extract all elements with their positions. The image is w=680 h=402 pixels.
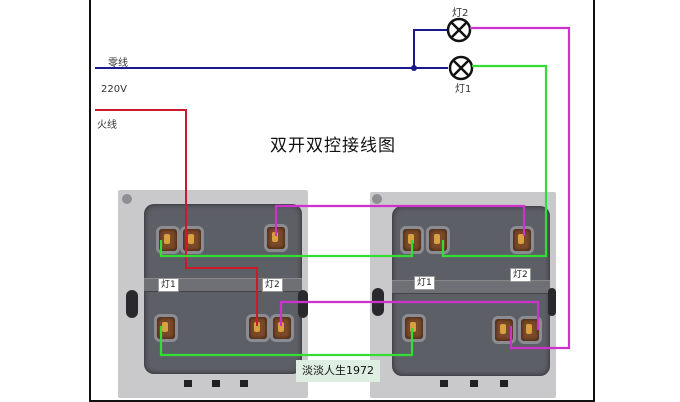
terminal-r-top bbox=[510, 226, 534, 254]
lamp2-icon bbox=[446, 17, 472, 43]
terminal-r-bottom bbox=[402, 314, 426, 342]
lamp1-icon bbox=[448, 55, 474, 81]
junction-dot bbox=[411, 65, 417, 71]
switch-tag-lamp2: 灯2 bbox=[262, 278, 283, 292]
switch-tag-lamp1: 灯1 bbox=[158, 278, 179, 292]
watermark: 淡淡人生1972 bbox=[296, 360, 380, 382]
lamp2-label: 灯2 bbox=[452, 8, 469, 19]
switch-tag-lamp2: 灯2 bbox=[510, 268, 531, 282]
switch-tag-lamp1: 灯1 bbox=[414, 276, 435, 290]
neutral-label: 零线 bbox=[108, 58, 128, 69]
diagram-title: 双开双控接线图 bbox=[270, 136, 396, 156]
terminal-l1-common-b bbox=[180, 226, 204, 254]
terminal-l1-bottom bbox=[154, 314, 178, 342]
lamp1-label: 灯1 bbox=[455, 84, 472, 95]
live-label: 火线 bbox=[97, 120, 117, 131]
voltage-label: 220V bbox=[101, 84, 127, 95]
terminal-r-common-b bbox=[426, 226, 450, 254]
